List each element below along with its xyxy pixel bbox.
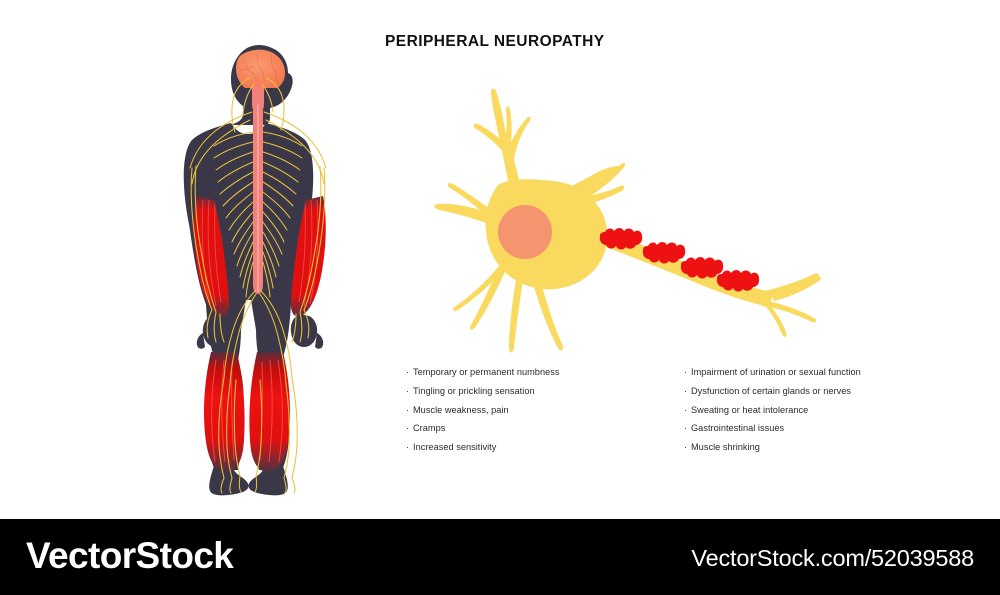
neuron-nucleus: [498, 205, 552, 259]
list-item-label: Dysfunction of certain glands or nerves: [691, 385, 851, 396]
bullet-icon: ·: [406, 423, 410, 434]
list-item: ·Temporary or permanent numbness: [406, 363, 644, 382]
nervous-system-figure: [183, 45, 327, 496]
bullet-icon: ·: [684, 367, 688, 377]
peripheral-nerves: [189, 77, 327, 494]
list-item: ·Increased sensitivity: [406, 438, 644, 457]
medical-illustration: [183, 45, 821, 496]
list-item: ·Muscle shrinking: [684, 438, 924, 457]
vectorstock-logo: VectorStock: [26, 535, 234, 576]
list-item: ·Gastrointestinal issues: [684, 419, 924, 438]
vectorstock-url: VectorStock.com/52039588: [691, 545, 974, 571]
list-item: ·Tingling or prickling sensation: [406, 382, 644, 401]
bullet-icon: ·: [684, 404, 688, 415]
list-item-label: Muscle shrinking: [691, 442, 760, 453]
bullet-icon: ·: [684, 442, 688, 453]
list-item: ·Dysfunction of certain glands or nerves: [684, 382, 924, 401]
list-item-label: Increased sensitivity: [413, 442, 497, 453]
bullet-icon: ·: [406, 367, 410, 377]
page-title: PERIPHERAL NEUROPATHY: [385, 33, 605, 50]
damaged-myelin-segments: [599, 228, 760, 292]
symptoms-right-column: ·Impairment of urination or sexual funct…: [684, 363, 924, 457]
list-item-label: Sweating or heat intolerance: [691, 404, 809, 415]
spinal-cord: [253, 104, 263, 294]
bullet-icon: ·: [406, 404, 410, 415]
list-item-label: Gastrointestinal issues: [691, 423, 785, 434]
list-item-label: Muscle weakness, pain: [413, 404, 509, 415]
bullet-icon: ·: [684, 385, 688, 396]
list-item: ·Cramps: [406, 419, 644, 438]
symptoms-section: ·Temporary or permanent numbness ·Tingli…: [406, 363, 926, 457]
list-item: ·Sweating or heat intolerance: [684, 401, 924, 420]
damaged-neuron-figure: [434, 88, 821, 353]
bullet-icon: ·: [684, 423, 688, 434]
list-item-label: Tingling or prickling sensation: [413, 385, 535, 396]
bullet-icon: ·: [406, 385, 410, 396]
list-item: ·Impairment of urination or sexual funct…: [684, 363, 924, 382]
list-item-label: Cramps: [413, 423, 446, 434]
bullet-icon: ·: [406, 442, 410, 453]
list-item-label: Impairment of urination or sexual functi…: [691, 367, 861, 377]
list-item: ·Muscle weakness, pain: [406, 401, 644, 420]
list-item-label: Temporary or permanent numbness: [413, 367, 560, 377]
symptoms-left-column: ·Temporary or permanent numbness ·Tingli…: [406, 363, 644, 457]
watermark-footer-bar: VectorStock VectorStock.com/52039588: [0, 519, 1000, 595]
axon-terminals: [760, 273, 821, 337]
